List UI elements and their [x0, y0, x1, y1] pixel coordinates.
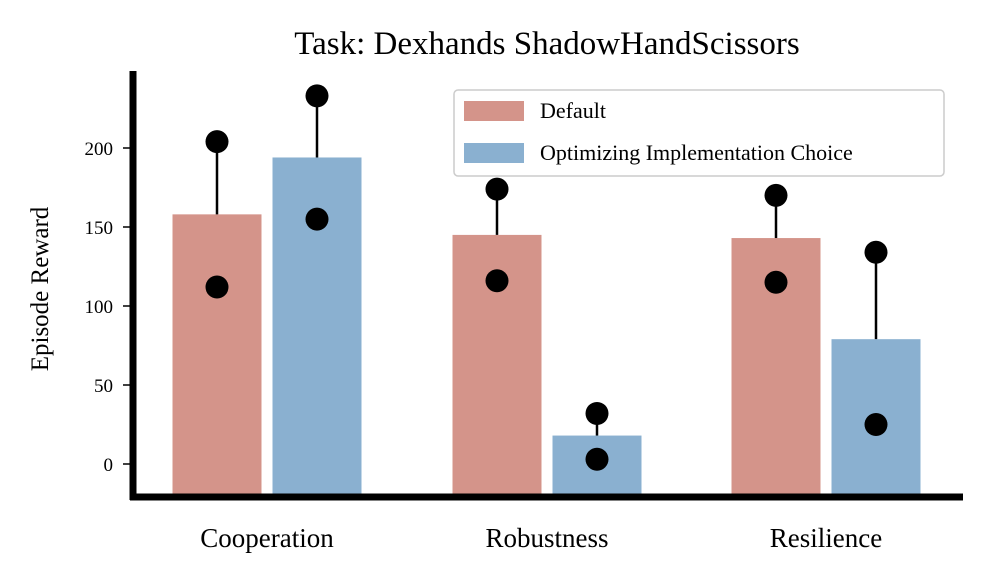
data-point: [205, 275, 229, 299]
legend-frame: [453, 89, 945, 177]
data-point: [864, 413, 888, 436]
data-point: [764, 183, 788, 207]
y-tick-label: 150: [85, 218, 114, 239]
x-tick-label: Robustness: [485, 523, 608, 553]
y-axis-label: Episode Reward: [27, 206, 54, 371]
series-default: [172, 130, 821, 498]
legend-label: Default: [540, 98, 606, 123]
y-tick-label: 200: [85, 139, 114, 160]
data-point: [864, 240, 888, 264]
data-point: [585, 401, 609, 425]
chart-title: Task: Dexhands ShadowHandScissors: [294, 26, 799, 62]
data-point: [585, 447, 609, 471]
data-point: [764, 270, 788, 294]
data-point: [205, 130, 229, 154]
data-point: [305, 207, 329, 231]
x-tick-label: Resilience: [770, 523, 882, 553]
legend-label: Optimizing Implementation Choice: [540, 140, 853, 165]
data-point: [485, 177, 509, 201]
data-point: [305, 84, 329, 108]
y-tick-label: 50: [94, 376, 113, 397]
x-tick-label: Cooperation: [200, 523, 334, 553]
series-optimizing-implementation-choice: [272, 84, 921, 498]
legend-swatch: [464, 101, 524, 121]
data-point: [485, 269, 509, 293]
bar: [172, 214, 262, 498]
legend-swatch: [464, 143, 524, 163]
y-tick-label: 100: [85, 297, 114, 318]
y-tick-label: 0: [104, 455, 114, 476]
